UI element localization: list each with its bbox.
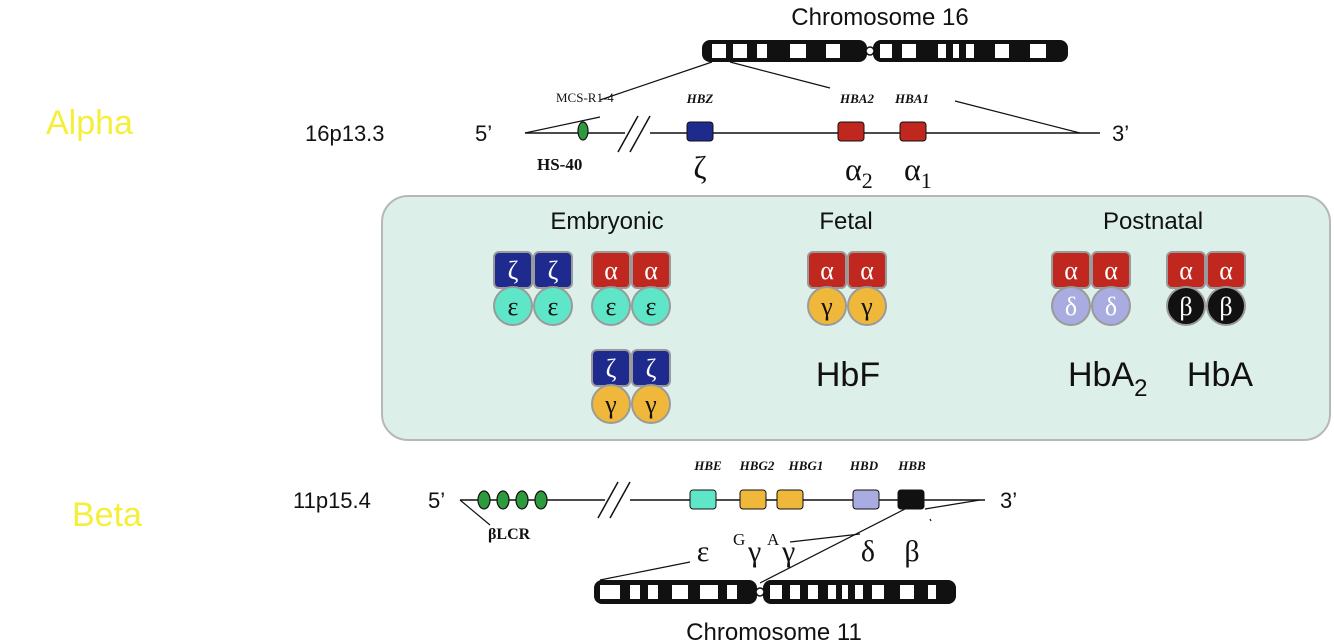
- zeta-chain-symbol: ζ: [646, 354, 657, 383]
- hba1-gene: [899, 121, 927, 142]
- delta-gene-symbol: δ: [861, 535, 875, 568]
- epsilon-chain: [493, 286, 533, 326]
- hbf-label: HbF: [816, 356, 880, 394]
- alpha-chain-symbol: α: [1219, 256, 1233, 285]
- gamma-chain-symbol: γ: [820, 292, 833, 321]
- stage-postnatal: Postnatal: [1103, 208, 1203, 235]
- stage-fetal: Fetal: [819, 208, 872, 235]
- hbz-gene: [686, 121, 714, 142]
- alpha-chain-symbol: α: [1064, 256, 1078, 285]
- hbd-gene-label: HBD: [849, 458, 879, 473]
- alpha-globin-locus: 16p13.3 5’ 3’ MCS-R1-4 HS-40 HBZ HBA2 HB…: [305, 90, 1129, 193]
- hbe-gene-label: HBE: [693, 458, 722, 473]
- hba2-gene: [837, 121, 865, 142]
- beta-chain: [1206, 286, 1246, 326]
- delta-chain-symbol: δ: [1065, 292, 1077, 321]
- chr16-locus-label: 16p13.3: [305, 121, 385, 146]
- a-gamma-sup: A: [767, 530, 780, 549]
- delta-chain: [1091, 286, 1131, 326]
- hbz-gene-label: HBZ: [686, 91, 714, 106]
- chromosome-16-title: Chromosome 16: [791, 4, 968, 31]
- alpha-chain-symbol: α: [604, 256, 618, 285]
- zeta-chain-symbol: ζ: [606, 354, 617, 383]
- chromosome-16-ideogram: Chromosome 16: [702, 4, 1068, 62]
- beta-gene-symbol: β: [904, 535, 919, 568]
- alpha2-symbol: α2: [845, 151, 873, 193]
- lcr-hs-site: [477, 490, 491, 510]
- beta-chain: [1166, 286, 1206, 326]
- lcr-hs-site: [534, 490, 548, 510]
- hemoglobin-panel: Embryonic Fetal Postnatal ζεζεαεαεαγαγαδ…: [381, 195, 1331, 441]
- chr11-three-prime: 3’: [1000, 488, 1017, 513]
- alpha-chain-symbol: α: [860, 256, 874, 285]
- gamma-chain: [591, 384, 631, 424]
- chromosome-11-ideogram: Chromosome 11: [594, 580, 956, 644]
- chr16-five-prime: 5’: [475, 121, 492, 146]
- epsilon-chain-symbol: ε: [548, 292, 559, 321]
- hbg1-gene: [776, 489, 804, 510]
- g-gamma-sup: G: [733, 530, 745, 549]
- gamma-chain: [847, 286, 887, 326]
- chr11-five-prime: 5’: [428, 488, 445, 513]
- alpha-chain-symbol: α: [1104, 256, 1118, 285]
- epsilon-chain-symbol: ε: [606, 292, 617, 321]
- gamma-chain-symbol: γ: [604, 390, 617, 419]
- beta-globin-locus: 11p15.4 5’ 3’ βLCR HBE HBG2 HBG1 HBD HBB…: [293, 458, 1017, 568]
- hba1-gene-label: HBA1: [894, 91, 929, 106]
- hbg1-gene-label: HBG1: [788, 458, 824, 473]
- mcs-label: MCS-R1-4: [556, 90, 614, 105]
- beta-chain-symbol: β: [1179, 292, 1192, 321]
- lcr-hs-site: [496, 490, 510, 510]
- delta-chain-symbol: δ: [1105, 292, 1117, 321]
- lcr-label: βLCR: [488, 526, 531, 543]
- alpha-side-label: Alpha: [46, 104, 133, 142]
- stage-embryonic: Embryonic: [550, 208, 663, 235]
- epsilon-chain: [533, 286, 573, 326]
- alpha-chain-symbol: α: [820, 256, 834, 285]
- chromosome-11-title: Chromosome 11: [686, 619, 862, 644]
- hbb-gene: [897, 489, 925, 510]
- alpha1-symbol: α1: [904, 151, 932, 193]
- hs40-element: [577, 121, 589, 141]
- hba-label: HbA: [1187, 356, 1253, 394]
- alpha-chain-symbol: α: [644, 256, 658, 285]
- zeta-chain-symbol: ζ: [548, 256, 559, 285]
- epsilon-chain: [591, 286, 631, 326]
- zeta-symbol: ζ: [693, 149, 706, 185]
- alpha-chain-symbol: α: [1179, 256, 1193, 285]
- epsilon-chain: [631, 286, 671, 326]
- chr11-locus-label: 11p15.4: [293, 488, 371, 513]
- hba2-gene-label: HBA2: [839, 91, 874, 106]
- hbg2-gene: [739, 489, 767, 510]
- lcr-hs-site: [515, 490, 529, 510]
- gamma-chain-symbol: γ: [644, 390, 657, 419]
- epsilon-gene-symbol: ε: [697, 535, 710, 568]
- beta-side-label: Beta: [72, 496, 142, 534]
- hs40-label: HS-40: [537, 155, 582, 174]
- gamma-chain: [631, 384, 671, 424]
- delta-chain: [1051, 286, 1091, 326]
- gamma-chain-symbol: γ: [860, 292, 873, 321]
- gamma-chain: [807, 286, 847, 326]
- epsilon-chain-symbol: ε: [508, 292, 519, 321]
- zeta-chain-symbol: ζ: [508, 256, 519, 285]
- beta-chain-symbol: β: [1219, 292, 1232, 321]
- hbg2-gene-label: HBG2: [739, 458, 775, 473]
- g-gamma-symbol: γ: [747, 535, 761, 568]
- hba2-label: HbA2: [1068, 356, 1148, 402]
- a-gamma-symbol: γ: [781, 535, 795, 568]
- hbb-gene-label: HBB: [897, 458, 926, 473]
- hbe-gene: [689, 489, 717, 510]
- chr16-three-prime: 3’: [1112, 121, 1129, 146]
- hbd-gene: [852, 489, 880, 510]
- epsilon-chain-symbol: ε: [646, 292, 657, 321]
